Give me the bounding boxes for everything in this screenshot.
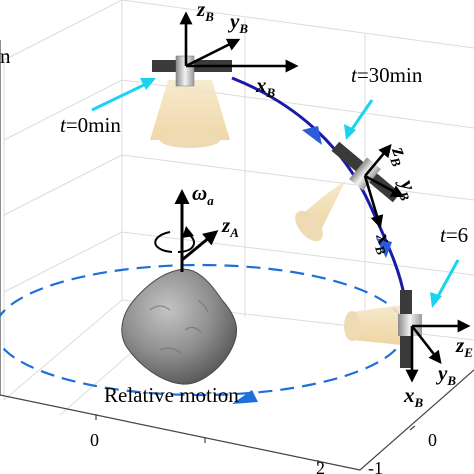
asteroid-frame: [154, 189, 219, 272]
time-label-t0: t=0min: [60, 113, 121, 137]
axis-label-fragment: n: [0, 44, 11, 68]
spacecraft-t60: [344, 290, 471, 383]
asteroid: [121, 268, 238, 385]
t0-zB-label: zB: [196, 0, 214, 24]
t0-xB-label: xB: [255, 73, 276, 100]
spacecraft-t30: [295, 141, 405, 242]
t60-xB-label: xB: [403, 383, 424, 410]
y-tick-minus1: -1: [368, 458, 383, 474]
trajectory-arrow-2: [376, 238, 392, 258]
spacecraft-t0: [150, 11, 299, 148]
time-pointers: [91, 78, 460, 308]
t60-zE-label: zE: [455, 333, 473, 360]
relative-motion-label: Relative motion: [104, 383, 239, 407]
t30-yB-label: yB: [391, 174, 424, 203]
omega-label: ωa: [192, 181, 214, 208]
t60-yB-label: yB: [435, 361, 456, 388]
time-label-t30: t=30min: [351, 63, 423, 87]
zA-label: zA: [221, 213, 239, 240]
trajectory-arrow-1: [302, 126, 322, 145]
time-label-t6: t=6: [440, 223, 468, 247]
t30-xB-label: xB: [368, 229, 400, 257]
x-tick-0: 0: [90, 430, 99, 450]
t0-yB-label: yB: [227, 9, 248, 36]
asteroid-texture: [149, 299, 209, 355]
orbit-direction-arrow: [232, 390, 258, 404]
x-tick-2: 2: [316, 458, 325, 474]
axis-frame: [0, 40, 474, 471]
y-tick-0: 0: [428, 430, 437, 450]
spacecraft-trajectory: [231, 76, 407, 301]
